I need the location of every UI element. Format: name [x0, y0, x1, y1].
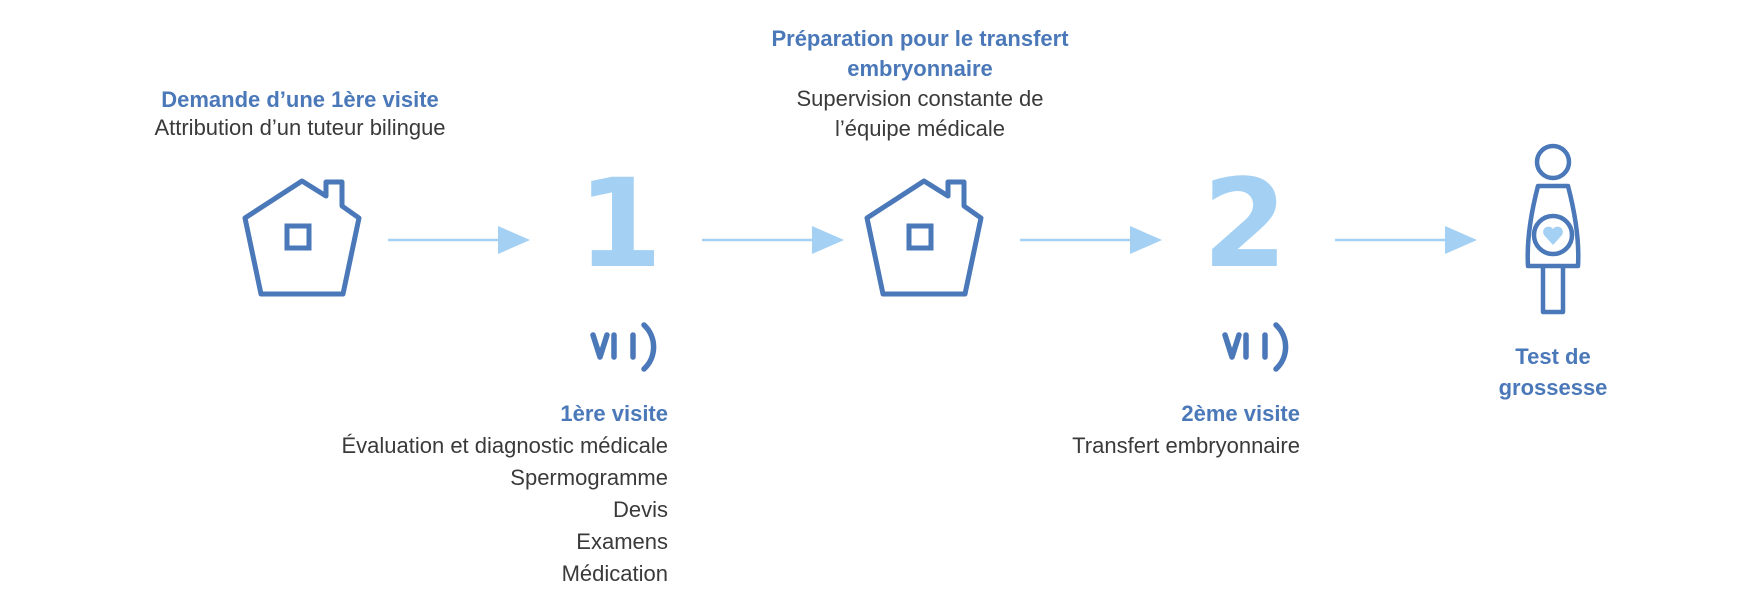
- step-home-1-title: Demande d’une 1ère visite: [161, 87, 439, 112]
- house-icon: [242, 178, 362, 297]
- step-home-1-line: Attribution d’un tuteur bilingue: [154, 115, 446, 140]
- step-number-1: 1: [577, 153, 663, 295]
- arrow-right-icon: [1020, 226, 1162, 254]
- step-visit-1-line: Devis: [612, 497, 668, 522]
- step-visit-1-line: Médication: [561, 561, 668, 586]
- step-home-1-text: Demande d’une 1ère visite Attribution d’…: [80, 86, 520, 142]
- step-visit-1-line: Spermogramme: [510, 465, 668, 490]
- step-visit-2-text: 2ème visite Transfert embryonnaire: [900, 398, 1300, 462]
- step-home-2-line: l’équipe médicale: [835, 116, 1005, 141]
- pregnant-woman-icon: [1525, 143, 1581, 315]
- step-visit-1-text: 1ère visite Évaluation et diagnostic méd…: [180, 398, 668, 590]
- step-home-2-text: Préparation pour le transfert embryonnai…: [680, 24, 1160, 144]
- step-home-2-title: Préparation pour le transfert: [771, 26, 1069, 51]
- house-icon: [864, 178, 984, 297]
- step-test-title: grossesse: [1498, 375, 1608, 400]
- step-home-2-line: Supervision constante de: [796, 86, 1044, 111]
- step-visit-1-title: 1ère visite: [560, 401, 668, 426]
- arrow-right-icon: [702, 226, 844, 254]
- step-test-title: Test de: [1515, 344, 1591, 369]
- ivi-logo-icon: [1222, 322, 1289, 372]
- step-visit-2-title: 2ème visite: [1181, 401, 1300, 426]
- step-visit-1-line: Évaluation et diagnostic médicale: [341, 433, 668, 458]
- step-test-text: Test de grossesse: [1453, 341, 1653, 403]
- ivi-logo-icon: [590, 322, 657, 372]
- step-number-2: 2: [1202, 153, 1288, 295]
- step-visit-1-line: Examens: [576, 529, 668, 554]
- arrow-right-icon: [388, 226, 530, 254]
- step-visit-2-line: Transfert embryonnaire: [1072, 433, 1300, 458]
- step-home-2-title: embryonnaire: [847, 56, 993, 81]
- arrow-right-icon: [1335, 226, 1477, 254]
